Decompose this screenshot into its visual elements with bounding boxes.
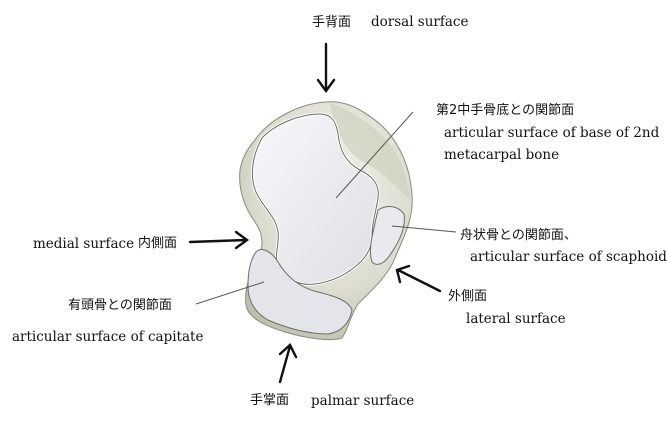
label-medial-ja: 内側面 bbox=[138, 236, 178, 251]
articular-face-capitate bbox=[247, 249, 353, 335]
leader-capitate bbox=[195, 281, 265, 305]
label-capitate-ja: 有頭骨との関節面 bbox=[68, 298, 172, 313]
label-dorsal-en: dorsal surface bbox=[371, 14, 469, 30]
label-dorsal-ja: 手背面 bbox=[312, 15, 352, 30]
dorsal-ridge bbox=[330, 103, 410, 200]
label-palmar-en: palmar surface bbox=[311, 393, 415, 409]
label-scaphoid-en: articular surface of scaphoid bbox=[470, 249, 667, 265]
label-metacarpal-en-line2: metacarpal bone bbox=[444, 147, 560, 163]
label-lateral-en: lateral surface bbox=[466, 311, 566, 327]
label-metacarpal-ja: 第2中手骨底との関節面 bbox=[436, 103, 575, 118]
label-metacarpal-en-line1: articular surface of base of 2nd bbox=[444, 125, 660, 141]
label-palmar-ja: 手掌面 bbox=[250, 393, 290, 408]
label-lateral-ja: 外側面 bbox=[448, 289, 488, 304]
arrow-dorsal bbox=[316, 42, 336, 94]
leader-scaphoid bbox=[391, 225, 457, 233]
leader-metacarpal bbox=[335, 111, 414, 199]
label-scaphoid-ja: 舟状骨との関節面、 bbox=[460, 228, 577, 243]
arrow-lateral bbox=[395, 264, 442, 293]
articular-face-metacarpal-rim bbox=[252, 113, 379, 285]
label-capitate-en: articular surface of capitate bbox=[12, 329, 204, 345]
arrow-medial bbox=[188, 230, 250, 250]
arrow-palmar bbox=[278, 343, 298, 384]
articular-face-scaphoid bbox=[369, 206, 405, 265]
label-medial-en: medial surface bbox=[33, 236, 135, 252]
